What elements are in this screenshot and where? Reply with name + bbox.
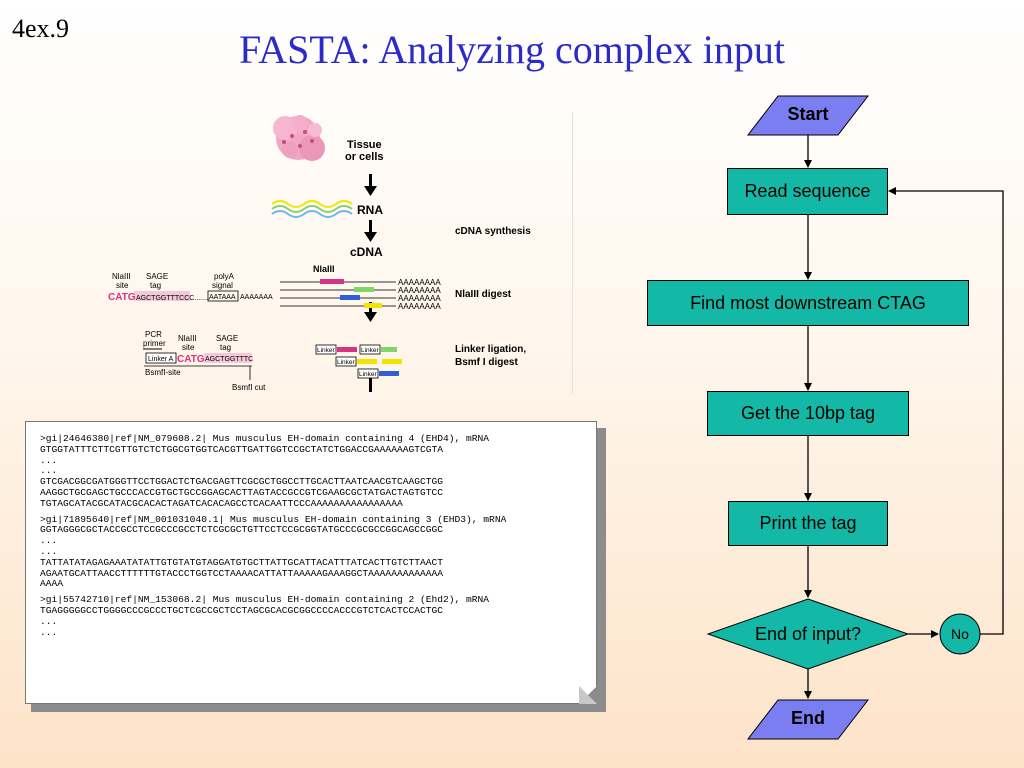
sequence-line: AAGGCTGCGAGCTGCCCACCGTGCTGCCGGAGCACTTAGT… bbox=[40, 486, 444, 498]
fasta-records: >gi|24646380|ref|NM_079608.2| Mus muscul… bbox=[40, 434, 592, 643]
slide-number: 4ex.9 bbox=[12, 14, 70, 43]
nlaiii-digest-label: NlaIII digest bbox=[455, 289, 512, 300]
linker-label-1: Linker bbox=[317, 347, 336, 354]
nlaiii-site-label-2: site bbox=[116, 281, 129, 290]
sage-protocol-figure: Tissue or cells RNA cDNA cDNA synthesis … bbox=[100, 108, 575, 394]
aataaa-label: AATAAA bbox=[209, 294, 236, 301]
start-label: Start bbox=[787, 104, 829, 124]
pcr-primer-label-2: primer bbox=[143, 339, 166, 348]
cdna-label: cDNA bbox=[350, 245, 383, 259]
end-terminal bbox=[746, 699, 870, 740]
tag-sequence-2: AGCTGGTTTC bbox=[205, 356, 253, 363]
rna-strands-image bbox=[271, 200, 353, 218]
aataaa-box bbox=[207, 290, 239, 302]
blue-fragment bbox=[340, 295, 360, 300]
sequence-line: TGTAGCATACGCATACGCACACTAGATCACACAGCCTCAC… bbox=[40, 497, 403, 509]
ellipsis-line: ... bbox=[40, 626, 58, 638]
bsmfi-digest-label: Bsmf I digest bbox=[455, 357, 518, 368]
linker-ligation-label: Linker ligation, bbox=[455, 344, 526, 355]
read-sequence-step: Read sequence bbox=[727, 168, 888, 215]
bsmfi-site-label: BsmfI-site bbox=[145, 368, 181, 377]
nlaiii-site-label-3: NlaIII bbox=[178, 334, 197, 343]
fasta-note: >gi|24646380|ref|NM_079608.2| Mus muscul… bbox=[25, 421, 597, 704]
sage-tag-label-2: tag bbox=[150, 281, 161, 290]
sage-diagram: Tissue or cells RNA cDNA cDNA synthesis … bbox=[108, 115, 531, 392]
fasta-record-ehd3: >gi|71895640|ref|NM_001031040.1| Mus mus… bbox=[40, 515, 592, 591]
cdna-synthesis-label: cDNA synthesis bbox=[455, 226, 531, 237]
linker-a-box bbox=[145, 352, 177, 364]
green-fragment bbox=[354, 287, 374, 292]
sequence-line: GTGGTATTTCTTCGTTGTCTCTGGCGTGGTCACGTTGATT… bbox=[40, 443, 444, 455]
sequence-line: AAAA bbox=[40, 578, 64, 590]
polya-tail-3: AAAAAAAA bbox=[398, 294, 441, 303]
ellipsis-line: ... bbox=[40, 545, 58, 557]
sage-tag-label-1: SAGE bbox=[146, 272, 168, 281]
start-terminal bbox=[746, 95, 870, 136]
sequence-line: TGAGGGGGCCTGGGGCCCGCCCTGCTCGCCGCTCCTAGCG… bbox=[40, 604, 444, 616]
ligated-fragments: Linker Linker Linker Linker bbox=[315, 344, 402, 379]
sequence-line: TATTATATAGAGAAATATATTGTGTATGTAGGATGTGCTT… bbox=[40, 556, 444, 568]
no-label: No bbox=[951, 626, 969, 642]
sequence-line: GTCGACGGCGATGGGTTCCTGGACTCTGACGAGTTCGCGC… bbox=[40, 476, 444, 488]
linker-a-label: Linker A bbox=[148, 356, 174, 363]
end-of-input-decision bbox=[706, 598, 910, 670]
fasta-header: >gi|55742710|ref|NM_153068.2| Mus muscul… bbox=[40, 594, 490, 606]
end-label: End bbox=[791, 708, 825, 728]
polya-signal-label-2: signal bbox=[212, 281, 233, 290]
slide-title: FASTA: Analyzing complex input bbox=[238, 27, 785, 72]
sage-tag-highlight-2 bbox=[204, 353, 252, 363]
linker-label-2: Linker bbox=[361, 347, 380, 354]
tag-sequence: AGCTGGTTTCCC........ bbox=[136, 295, 210, 302]
fasta-record-ehd4: >gi|24646380|ref|NM_079608.2| Mus muscul… bbox=[40, 434, 592, 510]
fasta-record-ehd2: >gi|55742710|ref|NM_153068.2| Mus muscul… bbox=[40, 595, 592, 638]
ellipsis-line: ... bbox=[40, 615, 58, 627]
sequence-line: GGTAGGGCGCTACCGCCTCCGCCCGCCTCTCGCGCTGTTC… bbox=[40, 524, 444, 536]
nlaiii-site-label-1: NlaIII bbox=[112, 272, 131, 281]
note-folded-corner bbox=[579, 686, 597, 704]
polya-tail-2: AAAAAAAA bbox=[398, 286, 441, 295]
nlaiii-site-label-4: site bbox=[182, 343, 195, 352]
pcr-primer-label-1: PCR bbox=[145, 330, 162, 339]
ellipsis-line: ... bbox=[40, 465, 58, 477]
cells-label: or cells bbox=[345, 151, 384, 163]
cdna-strands bbox=[280, 281, 396, 307]
fasta-header: >gi|71895640|ref|NM_001031040.1| Mus mus… bbox=[40, 513, 507, 525]
sage-tag-label-3: SAGE bbox=[216, 334, 238, 343]
sage-tag-label-4: tag bbox=[220, 343, 231, 352]
tissue-cells-image bbox=[273, 115, 325, 161]
no-connector bbox=[939, 613, 981, 655]
get-tag-step: Get the 10bp tag bbox=[707, 391, 909, 436]
sequence-line: AGAATGCATTAACCTTTTTTGTACCCTGGTCCTAAAACAT… bbox=[40, 567, 444, 579]
polya-tail-4: AAAAAAAA bbox=[398, 302, 441, 311]
ellipsis-line: ... bbox=[40, 454, 58, 466]
rna-label: RNA bbox=[357, 203, 383, 217]
yellow-fragment bbox=[364, 303, 382, 308]
catg-label: CATG bbox=[108, 292, 136, 303]
catg-label-2: CATG bbox=[177, 354, 205, 365]
linker-label-3: Linker bbox=[337, 359, 356, 366]
tissue-label: Tissue bbox=[347, 139, 382, 151]
figure-divider bbox=[572, 112, 573, 394]
nlaiii-label: NlaIII bbox=[313, 264, 335, 274]
bsmfi-cut-label: BsmfI cut bbox=[232, 383, 266, 392]
polya-signal-label-1: polyA bbox=[214, 272, 235, 281]
magenta-fragment bbox=[320, 279, 344, 284]
ellipsis-line: ... bbox=[40, 535, 58, 547]
find-ctag-step: Find most downstream CTAG bbox=[647, 280, 969, 326]
decision-label: End of input? bbox=[754, 624, 862, 644]
linker-label-4: Linker bbox=[359, 371, 378, 378]
sage-tag-highlight bbox=[134, 291, 190, 301]
polya-tail-detail: AAAAAAA bbox=[240, 294, 273, 301]
fasta-header: >gi|24646380|ref|NM_079608.2| Mus muscul… bbox=[40, 433, 490, 444]
print-tag-step: Print the tag bbox=[728, 501, 888, 546]
polya-tail-1: AAAAAAAA bbox=[398, 278, 441, 287]
